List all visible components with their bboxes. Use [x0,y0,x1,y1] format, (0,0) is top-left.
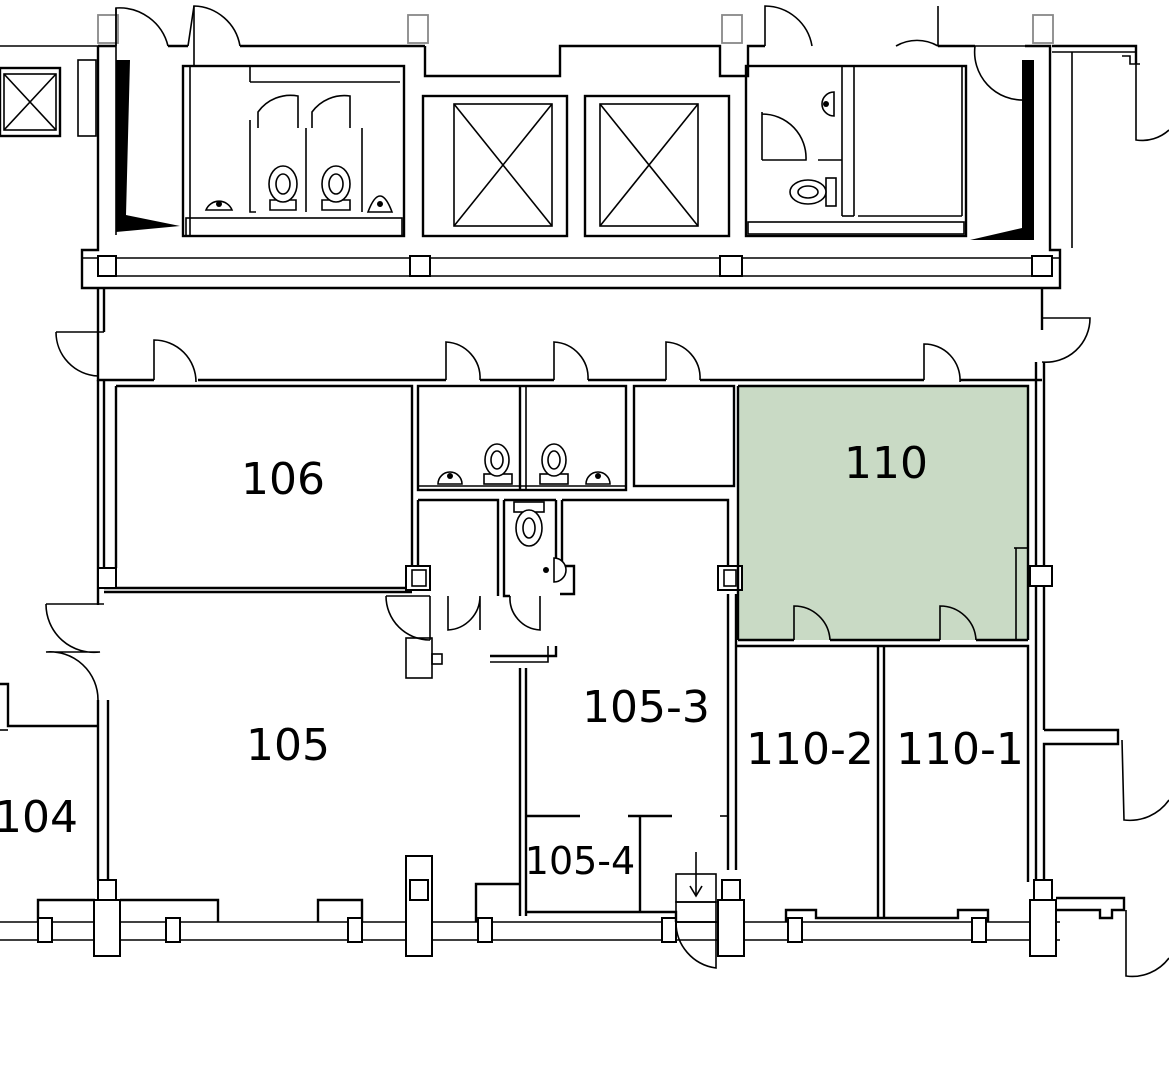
room-label-110-1[interactable]: 110-1 [896,724,1024,775]
urinal-icon [204,200,234,211]
urinal-icon [437,471,463,485]
column-marker [1032,14,1054,44]
urinal-icon [366,195,394,213]
toilet-icon [539,443,569,485]
sink-icon [543,557,567,583]
room-label-110[interactable]: 110 [844,438,928,489]
toilet-icon [789,177,837,207]
toilet-icon [268,165,298,211]
lower-rooms [0,288,1169,978]
column [409,255,431,277]
room-label-105[interactable]: 105 [246,720,330,771]
room-label-105-4[interactable]: 105-4 [525,839,635,883]
room-label-105-3[interactable]: 105-3 [582,682,710,733]
column-marker [97,14,119,44]
room-labels: 106 110 105 105-3 110-2 110-1 104 105-4 [0,438,1024,883]
room-110-highlight[interactable] [739,386,1028,640]
room-label-110-2[interactable]: 110-2 [746,724,874,775]
column [97,567,117,589]
toilet-icon [321,165,351,211]
column [1031,255,1053,277]
elevator-shaft [0,66,62,138]
exterior-wall [0,855,1169,978]
column-marker [721,14,743,44]
toilet-icon [483,443,513,485]
room-label-106[interactable]: 106 [241,454,325,505]
sink-icon [821,91,835,117]
top-core [0,5,1169,290]
column [1029,565,1053,587]
column [97,255,117,277]
column [719,255,743,277]
urinal-icon [585,471,611,485]
column-marker [407,14,429,44]
elevator-shaft [583,94,731,238]
elevator-shaft [421,94,569,238]
room-label-104[interactable]: 104 [0,792,78,843]
toilet-icon [513,501,545,547]
